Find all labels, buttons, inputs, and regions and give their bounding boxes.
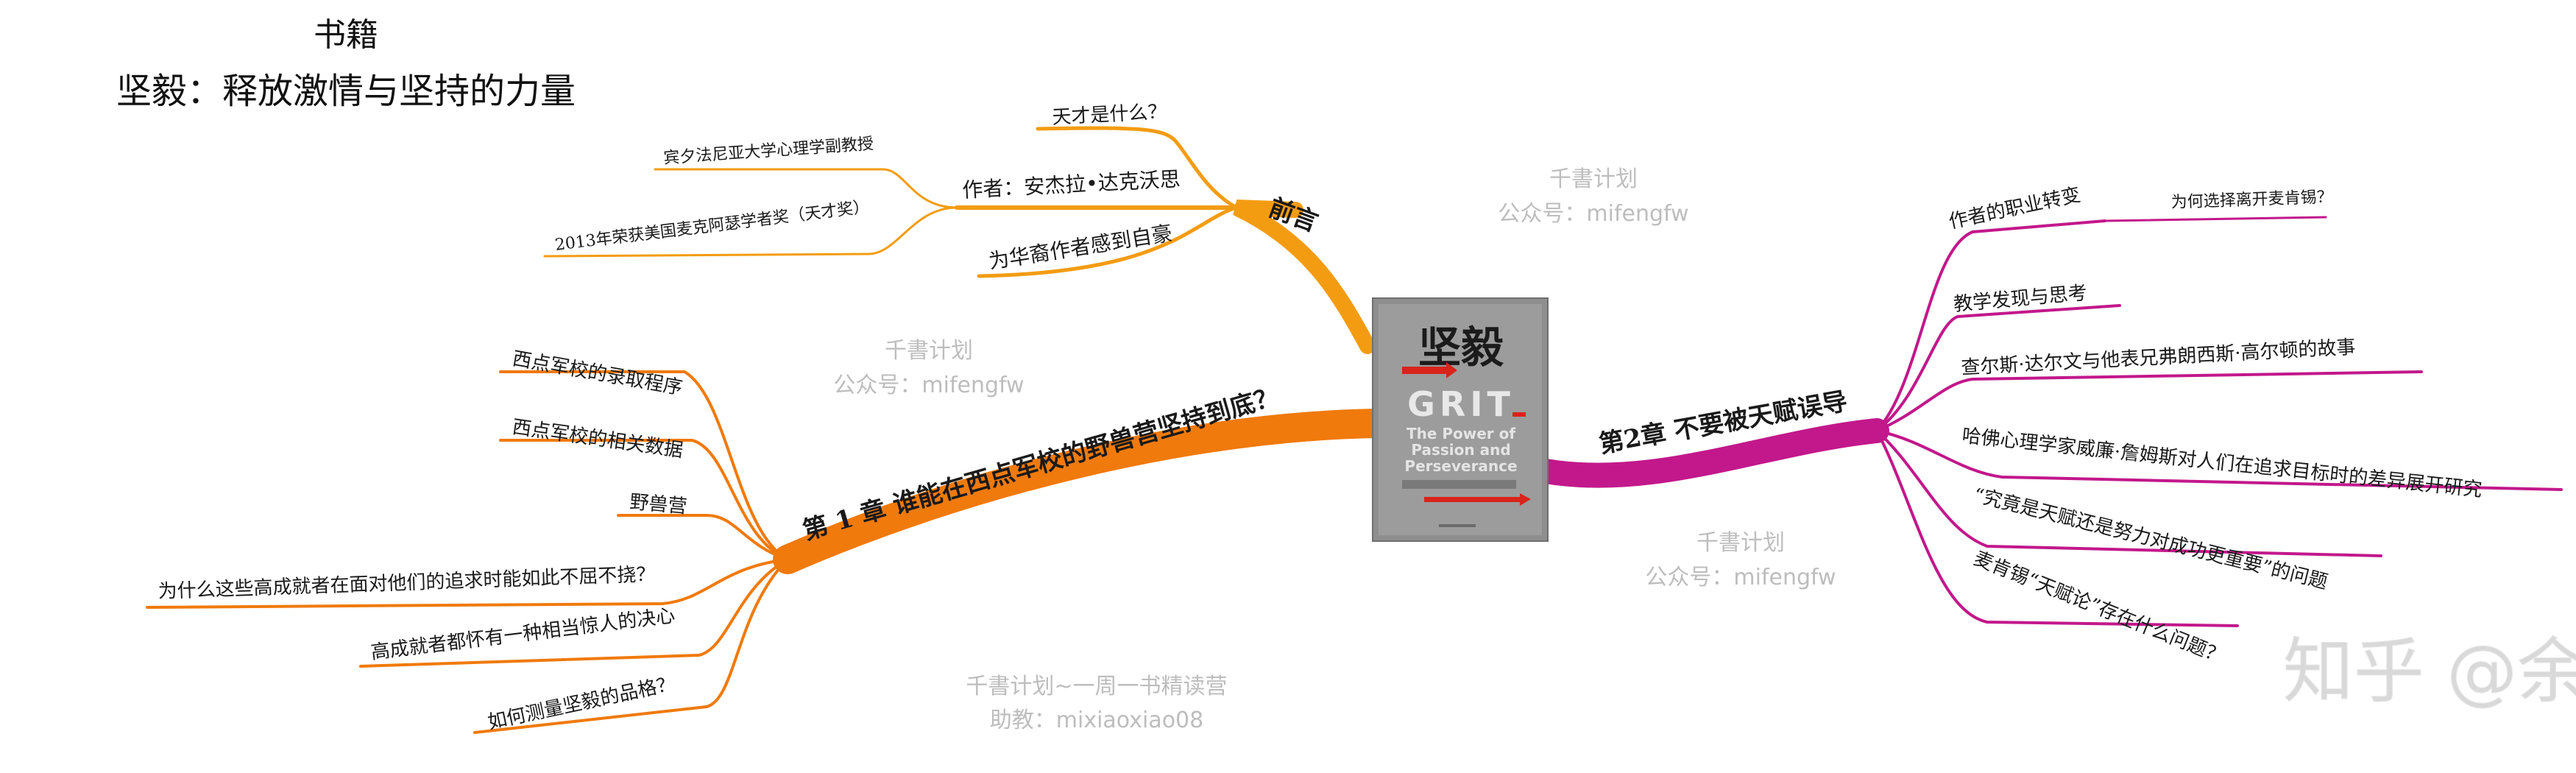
author-detail-award: 2013年荣获美国麦克阿瑟学者奖（天才奖）: [554, 198, 871, 255]
credit-watermark: 知乎 @余杰丰: [2283, 630, 2576, 713]
preface-child-proud: 为华裔作者感到自豪: [987, 221, 1174, 274]
preface-child-genius: 天才是什么？: [1052, 101, 1167, 129]
ch1-child-why: 为什么这些高成就者在面对他们的追求时能如此不屈不挠？: [158, 563, 656, 603]
ch1-child-beast: 野兽营: [629, 491, 687, 518]
author-detail-professor: 宾夕法尼亚大学心理学副教授: [663, 135, 874, 168]
ch2-detail-mckinsey: 为何选择离开麦肯锡？: [2170, 188, 2333, 212]
watermark-3-line1: 千書计划: [1696, 530, 1785, 556]
book-title: 坚毅：释放激情与坚持的力量: [116, 71, 576, 112]
branch-preface: [543, 126, 1376, 354]
watermark-2-line1: 千書计划: [885, 338, 973, 364]
ch1-child-determination: 高成就者都怀有一种相当惊人的决心: [369, 604, 676, 663]
book-cover: 坚毅 GRIT The Power of Passion and Perseve…: [1372, 297, 1549, 542]
ch1-child-measure: 如何测量坚毅的品格？: [486, 672, 678, 733]
watermark-4-line1: 千書计划~一周一书精读营: [966, 674, 1227, 699]
preface-child-author: 作者：安杰拉•达克沃思: [962, 167, 1181, 202]
cover-sub-3: Perseverance: [1404, 457, 1517, 475]
watermark-1-line1: 千書计划: [1549, 166, 1638, 192]
ch2-child-mckinsey-talent: 麦肯锡“天赋论”存在什么问题？: [1970, 548, 2227, 668]
ch1-child-data: 西点军校的相关数据: [511, 416, 684, 462]
category-title: 书籍: [314, 16, 378, 54]
branch-ch2: [1533, 216, 2563, 627]
watermark-2-line2: 公众号：mifengfw: [833, 373, 1024, 398]
watermark-1-line2: 公众号：mifengfw: [1498, 201, 1688, 227]
ch2-child-teaching: 教学发现与思考: [1953, 282, 2088, 316]
watermark-3-line2: 公众号：mifengfw: [1645, 565, 1836, 590]
cover-title-en: GRIT: [1407, 384, 1515, 424]
ch1-child-admission: 西点军校的录取程序: [511, 347, 684, 399]
ch1-label: 第 1 章 谁能在西点军校的野兽营坚持到底？: [799, 381, 1282, 546]
cover-sub-1: The Power of: [1406, 425, 1515, 442]
cover-title-cn: 坚毅: [1418, 322, 1504, 373]
watermark-4-line2: 助教：mixiaoxiao08: [990, 707, 1203, 733]
ch2-child-james: 哈佛心理学家威廉·詹姆斯对人们在追求目标时的差异展开研究: [1961, 425, 2483, 501]
cover-sub-2: Passion and: [1411, 441, 1510, 459]
